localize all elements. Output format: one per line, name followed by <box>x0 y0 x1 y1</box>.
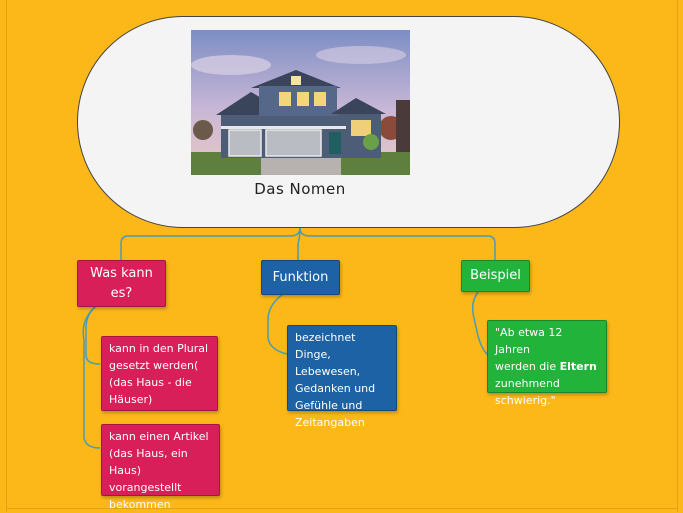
branch-label-line-1: Was kann <box>90 265 153 281</box>
frame-left-border <box>6 0 7 512</box>
subtopic-line: Gedanken und <box>295 382 376 395</box>
branch-label-line-2: es? <box>110 285 133 301</box>
subtopic-line: zunehmend <box>495 377 560 390</box>
connector-was-kann-to-child-2 <box>82 305 101 449</box>
connector-central-to-was-kann <box>120 227 301 260</box>
subtopic-line: bekommen <box>109 498 171 511</box>
branch-was-kann-es[interactable]: Was kann es? <box>77 260 166 307</box>
subtopic-plural[interactable]: kann in den Plural gesetzt werden( (das … <box>101 336 218 411</box>
subtopic-line: Gefühle und <box>295 399 363 412</box>
central-topic-title: Das Nomen <box>254 180 346 198</box>
subtopic-artikel[interactable]: kann einen Artikel (das Haus, ein Haus) … <box>101 424 220 511</box>
subtopic-line: kann einen Artikel <box>109 430 209 443</box>
subtopic-line: Häuser) <box>109 393 153 406</box>
subtopic-line: (das Haus, ein <box>109 447 188 460</box>
subtopic-line: kann in den Plural <box>109 342 209 355</box>
subtopic-line: schwierig." <box>495 394 556 407</box>
subtopic-line: Haus) vorangestellt <box>109 464 182 494</box>
subtopic-line: "Ab etwa 12 Jahren <box>495 326 563 356</box>
connector-central-to-beispiel <box>299 227 496 260</box>
frame-bottom-border <box>6 508 678 509</box>
subtopic-funktion-detail[interactable]: bezeichnet Dinge, Lebewesen, Gedanken un… <box>287 325 397 429</box>
branch-label: Beispiel <box>470 268 521 283</box>
branch-funktion[interactable]: Funktion <box>261 260 340 295</box>
branch-beispiel[interactable]: Beispiel <box>461 260 530 292</box>
subtopic-beispiel-detail[interactable]: "Ab etwa 12 Jahren werden die Eltern zun… <box>487 320 607 407</box>
connector-beispiel-to-child <box>471 291 489 356</box>
frame-right-border <box>677 0 678 512</box>
subtopic-text: werden die <box>495 360 560 373</box>
subtopic-line: gesetzt werden( <box>109 359 199 372</box>
branch-label: Funktion <box>272 269 329 285</box>
subtopic-line: (das Haus - die <box>109 376 192 389</box>
house-photo <box>191 30 410 175</box>
subtopic-line: Zeitangaben <box>295 416 365 429</box>
subtopic-line: Lebewesen, <box>295 365 361 378</box>
subtopic-bold-word: Eltern <box>559 360 597 373</box>
subtopic-line: bezeichnet Dinge, <box>295 331 356 361</box>
subtopic-line: werden die Eltern <box>495 358 599 375</box>
connector-funktion-to-child <box>267 293 288 355</box>
